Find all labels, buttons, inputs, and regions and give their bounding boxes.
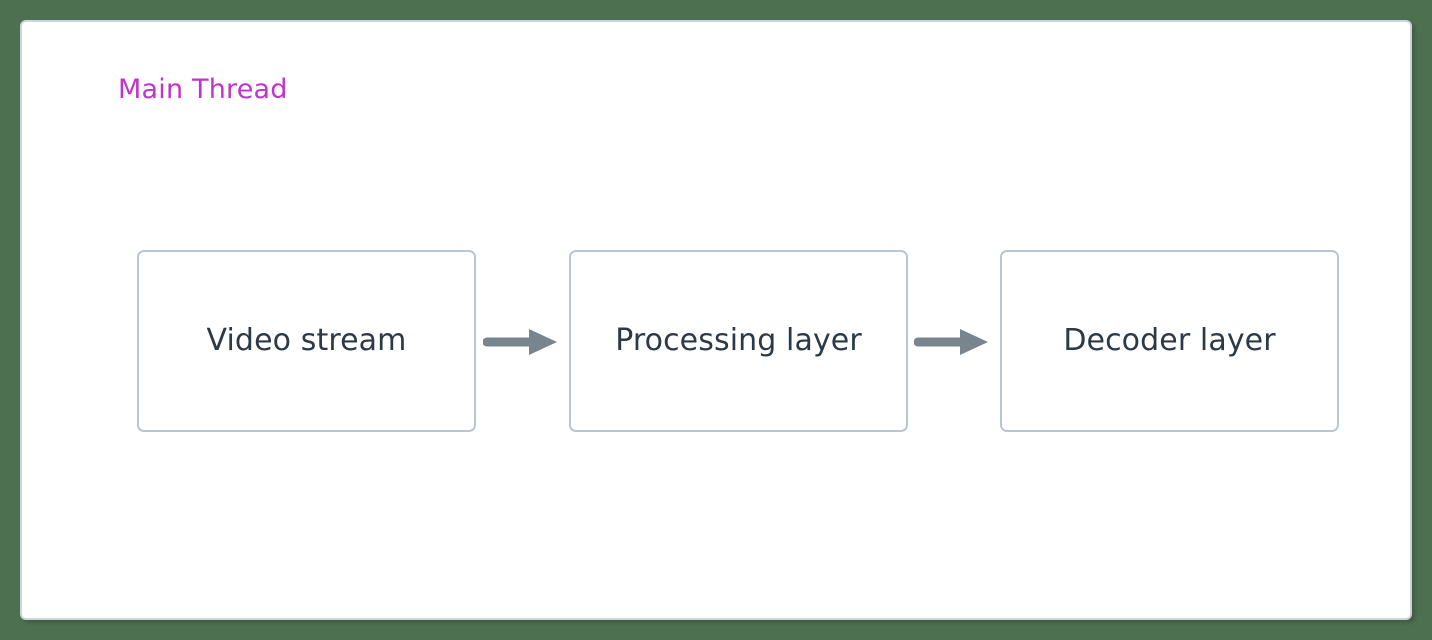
node-processing-layer[interactable]: Processing layer bbox=[569, 250, 908, 432]
arrow-right-icon bbox=[913, 329, 988, 355]
edge-arrow-processing-layer-to-decoder-layer bbox=[913, 324, 990, 360]
edge-arrow-video-stream-to-processing-layer bbox=[482, 324, 559, 360]
node-label-processing-layer: Processing layer bbox=[615, 323, 862, 358]
node-label-decoder-layer: Decoder layer bbox=[1063, 323, 1276, 358]
subgraph-title-main-thread: Main Thread bbox=[118, 74, 288, 105]
diagram-panel: Main Thread Video stream Processing laye… bbox=[20, 20, 1412, 620]
node-label-video-stream: Video stream bbox=[206, 323, 407, 358]
arrow-right-icon bbox=[482, 329, 557, 355]
node-decoder-layer[interactable]: Decoder layer bbox=[1000, 250, 1339, 432]
node-video-stream[interactable]: Video stream bbox=[137, 250, 476, 432]
